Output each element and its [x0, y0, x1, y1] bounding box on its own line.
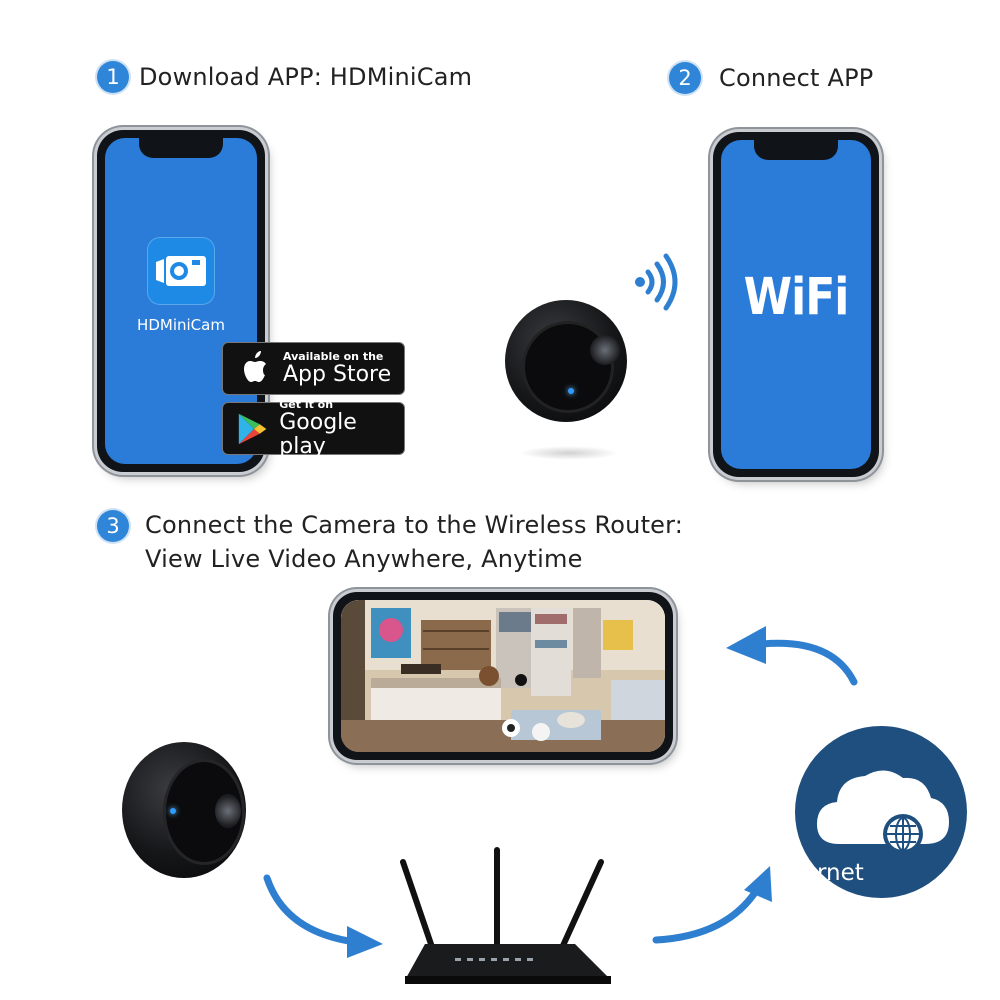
phone-1-screen: HDMiniCam [105, 138, 257, 464]
phone-2-screen: WiFi [721, 140, 871, 469]
step-3-heading: 3 Connect the Camera to the Wireless Rou… [97, 510, 683, 576]
app-store-small-text: Available on the [283, 349, 384, 363]
camera-lens [215, 794, 241, 828]
camera-led [170, 808, 176, 814]
phone-app-download: HDMiniCam [97, 130, 265, 472]
wifi-screen-text: WiFi [743, 268, 850, 327]
google-play-big-text: Google play [279, 409, 357, 459]
wifi-signal-icon [635, 253, 678, 311]
mini-camera-bottom [118, 742, 248, 882]
step-1-badge: 1 [97, 61, 129, 93]
phone-connect-app: WiFi [713, 132, 879, 477]
arrow-camera-to-router [263, 874, 383, 958]
internet-label: rnet [817, 860, 864, 886]
step-1-text: Download APP: HDMiniCam [139, 63, 473, 91]
step-3-line-2: View Live Video Anywhere, Anytime [145, 545, 583, 573]
mini-camera-top [505, 300, 630, 470]
step-2-heading: 2 Connect APP [669, 61, 873, 95]
google-play-small-text: Get it on [279, 397, 334, 411]
wireless-router [400, 847, 611, 984]
app-name-label: HDMiniCam [137, 316, 225, 334]
app-store-button[interactable]: Available on the App Store [222, 342, 405, 395]
step-1-heading: 1 Download APP: HDMiniCam [97, 60, 472, 94]
cloud-icon [817, 770, 949, 854]
camera-led [568, 388, 574, 394]
camera-lens [590, 335, 620, 365]
step-2-badge: 2 [669, 62, 701, 94]
phone-notch [139, 138, 223, 158]
arrow-cloud-to-phone [726, 626, 858, 686]
step-3-line-1: Connect the Camera to the Wireless Route… [145, 511, 684, 539]
internet-cloud-badge: rnet [795, 726, 967, 898]
room-video-image [341, 600, 665, 752]
camera-icon [156, 256, 206, 286]
google-play-icon [238, 413, 267, 444]
apple-icon [244, 350, 266, 382]
phone-live-video [333, 592, 673, 760]
app-store-big-text: App Store [283, 361, 392, 387]
hdminicam-app-icon[interactable] [148, 238, 214, 304]
camera-shadow [519, 446, 619, 460]
step-3-badge: 3 [97, 510, 129, 542]
live-video-feed [341, 600, 665, 752]
google-play-button[interactable]: Get it on Google play [222, 397, 405, 458]
step-2-text: Connect APP [719, 64, 874, 92]
arrow-router-to-cloud [652, 866, 772, 944]
phone-notch [754, 140, 838, 160]
